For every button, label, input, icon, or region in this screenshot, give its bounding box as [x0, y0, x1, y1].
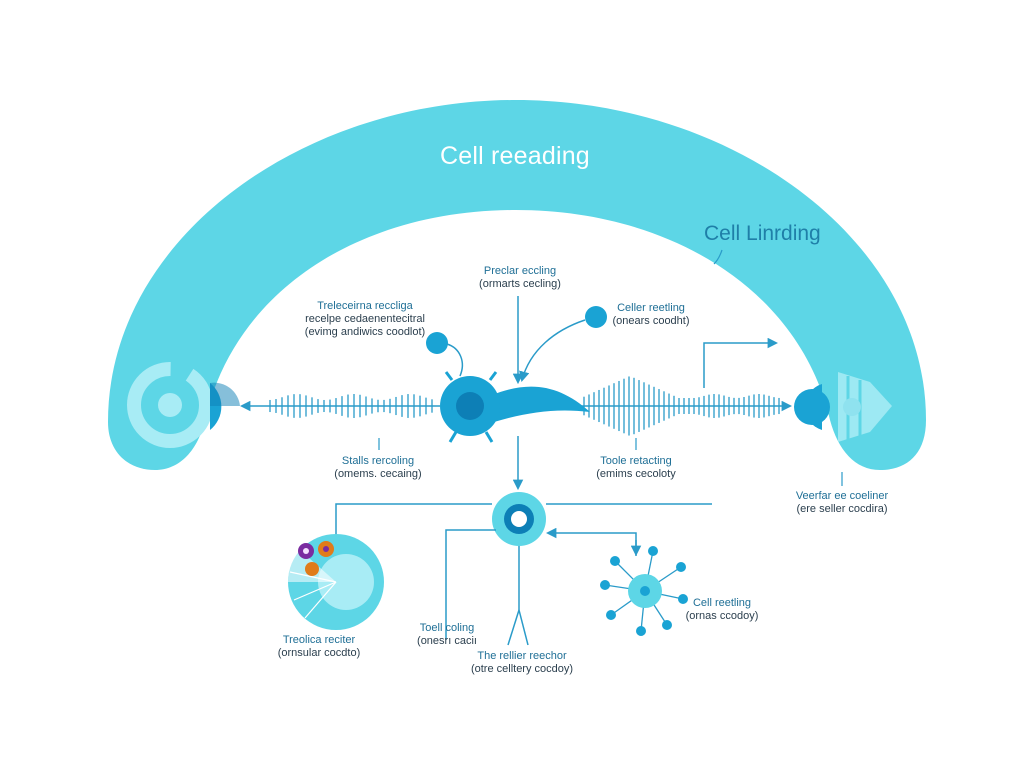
label-bottom-right: Cell reetling (ornas ccodoy) [674, 597, 770, 623]
left-signal-wave [269, 394, 433, 418]
label-bottom-right-line1: Cell reetling [692, 597, 752, 609]
branch-node [606, 610, 616, 620]
label-top-center: Preclar eccling (ormarts cecling) [460, 265, 580, 291]
label-far-right: Veerfar ee coeliner (ere seller cocdira) [780, 490, 904, 516]
label-bottom-center: The rellier reechor (otre celltery cocdo… [462, 650, 582, 676]
label-bottom-mid-left: Toell coling (onesrı caciı [402, 622, 492, 648]
right-cone-icon [838, 372, 892, 442]
left-ring-icon [127, 362, 213, 448]
label-top-left-line3: (evimg andiwics coodlot) [304, 326, 426, 338]
label-mid-right-line1: Toole retacting [600, 455, 672, 467]
label-bottom-left: Treolica reciter (ornsular cocdto) [264, 634, 374, 660]
label-mid-right-line2: (emims cecoloty [596, 468, 676, 480]
small-node-right [585, 306, 607, 328]
label-top-left-line2: recelpe cedaenentecitral [305, 313, 425, 325]
label-top-left: Treleceirna reccliga recelpe cedaenentec… [290, 300, 440, 339]
label-bottom-left-line1: Treolica reciter [282, 634, 356, 646]
label-top-right: Celler reetling (onears coodht) [596, 302, 706, 328]
diagram-title: Cell reeading [440, 142, 590, 170]
right-elbow-arrow [703, 337, 779, 388]
branch-node [648, 546, 658, 556]
label-top-left-line1: Treleceirna reccliga [317, 300, 413, 312]
label-mid-left-line2: (omems. cecaing) [334, 468, 422, 480]
branch-node [662, 620, 672, 630]
label-top-right-line1: Celler reetling [617, 302, 685, 314]
label-mid-left: Stalls rercoling (omems. cecaing) [318, 455, 438, 481]
label-top-right-line2: (onears coodht) [612, 315, 690, 327]
hub-cell [492, 492, 546, 546]
branch-node [610, 556, 620, 566]
label-mid-left-line1: Stalls rercoling [341, 455, 415, 467]
label-bottom-center-line1: The rellier reechor [477, 650, 567, 662]
label-top-center-line2: (ormarts cecling) [479, 278, 561, 290]
hub-right-connector [545, 527, 637, 556]
label-bottom-right-line2: (ornas ccodoy) [685, 610, 759, 622]
label-mid-right: Toole retacting (emims cecoloty [576, 455, 696, 481]
label-bottom-left-line2: (ornsular cocdto) [277, 647, 361, 659]
label-bottom-mid-left-line2: (onesrı caciı [417, 635, 477, 647]
small-node-left [426, 332, 448, 354]
branch-node [636, 626, 646, 636]
arc-band [108, 100, 926, 470]
label-far-right-line2: (ere seller cocdira) [796, 503, 888, 515]
side-title: Cell Linrding [704, 222, 821, 245]
label-bottom-mid-left-line1: Toell coling [419, 622, 475, 634]
branch-node [600, 580, 610, 590]
label-top-center-line1: Preclar eccling [483, 265, 557, 277]
pie-cell [287, 534, 384, 630]
branching-cell [600, 546, 688, 636]
label-far-right-line1: Veerfar ee coeliner [795, 490, 889, 502]
central-cell [440, 371, 500, 443]
branch-node [676, 562, 686, 572]
cell-tail [492, 386, 590, 422]
label-bottom-center-line2: (otre celltery cocdoy) [470, 663, 574, 675]
branch-node [678, 594, 688, 604]
